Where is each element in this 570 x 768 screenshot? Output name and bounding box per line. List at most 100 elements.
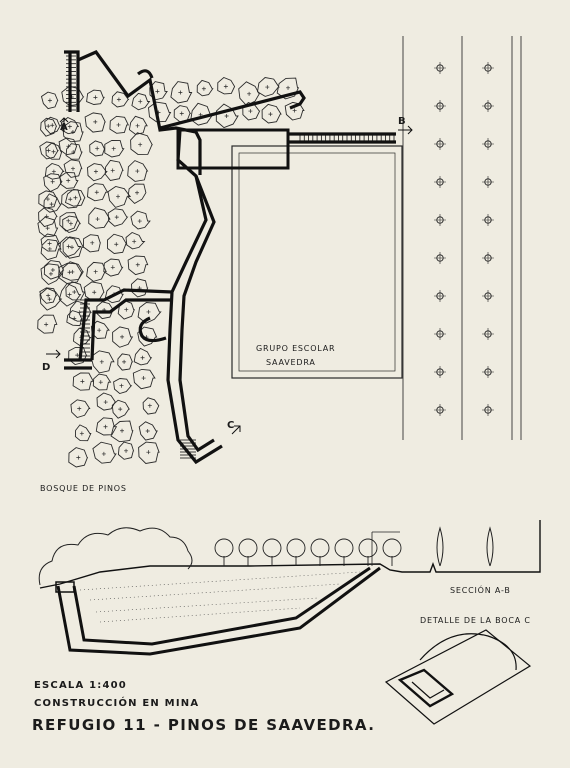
avenue-tree-cross	[434, 252, 446, 264]
tree-mark	[124, 307, 129, 312]
pine-tree	[117, 441, 135, 460]
pine-tree	[137, 302, 162, 324]
tree-mark	[93, 269, 98, 274]
pine-tree	[127, 255, 149, 276]
pine-tree	[111, 399, 131, 419]
tree-mark	[50, 179, 55, 184]
scale-label: ESCALA 1:400	[34, 680, 127, 691]
tree-mark	[50, 267, 55, 272]
tree-mark	[67, 270, 72, 275]
tree-mark	[72, 290, 77, 295]
pine-tree	[107, 186, 132, 208]
tree-mark	[49, 202, 54, 207]
tree-mark	[132, 239, 137, 244]
detail-label: DETALLE DE LA BOCA C	[420, 616, 531, 625]
tree-mark	[47, 241, 52, 246]
pine-tree	[132, 368, 156, 390]
tree-mark	[155, 89, 160, 94]
tree-mark	[95, 217, 100, 222]
pine-tree	[149, 81, 168, 101]
tree-mark	[178, 90, 183, 95]
avenue-tree-cross	[434, 100, 446, 112]
tree-mark	[71, 150, 76, 155]
plan-view	[37, 36, 522, 468]
section-view	[38, 520, 541, 725]
pine-tree	[127, 160, 149, 182]
school-label-line2: SAAVEDRA	[266, 358, 316, 367]
pine-tree	[133, 347, 153, 366]
cypress-trees	[436, 526, 494, 567]
pine-tree	[65, 281, 86, 301]
tree-mark	[114, 242, 119, 247]
section-tree-crown	[334, 538, 354, 558]
school-building	[231, 145, 403, 379]
pine-tree	[62, 121, 84, 143]
tree-mark	[135, 262, 140, 267]
pine-tree	[39, 287, 63, 311]
tree-mark	[97, 328, 102, 333]
avenue-tree-cross	[434, 62, 446, 74]
soil-hatch	[79, 571, 361, 623]
drawing-title: REFUGIO 11 - PINOS DE SAAVEDRA.	[32, 716, 376, 734]
tree-mark	[94, 190, 99, 195]
pine-tree	[40, 91, 59, 110]
pine-tree	[131, 278, 149, 298]
section-tree-crown	[310, 538, 330, 558]
tree-mark	[90, 240, 95, 245]
pine-tree	[276, 77, 300, 100]
pine-tree	[61, 85, 85, 107]
marker-b: B	[398, 116, 406, 127]
tree-mark	[99, 359, 104, 364]
pine-tree	[40, 233, 61, 252]
pine-tree	[111, 91, 130, 108]
tree-mark	[146, 309, 151, 314]
avenue-tree-cross	[434, 366, 446, 378]
tree-mark	[135, 190, 140, 195]
tree-mark	[224, 114, 229, 119]
tree-mark	[141, 376, 146, 381]
pine-tree	[131, 92, 151, 111]
pine-tree	[86, 89, 105, 105]
tree-mark	[93, 169, 98, 174]
pine-tree	[96, 392, 117, 411]
section-tree-crown	[262, 538, 282, 558]
avenue-tree-cross	[482, 214, 494, 226]
avenue-tree-cross	[482, 138, 494, 150]
tree-mark	[70, 129, 75, 134]
pine-tree	[170, 81, 193, 104]
pine-tree	[40, 263, 63, 286]
pine-tree	[92, 373, 112, 391]
pine-tree	[117, 353, 134, 371]
tree-mark	[48, 271, 53, 276]
tree-mark	[268, 112, 273, 117]
tree-mark	[67, 292, 72, 297]
pine-tree	[84, 112, 106, 133]
tree-mark	[138, 142, 143, 147]
tree-mark	[80, 379, 85, 384]
avenue-tree-cross	[434, 176, 446, 188]
pine-tree	[257, 77, 280, 97]
pine-tree	[61, 261, 85, 281]
pine-tree	[65, 143, 83, 160]
avenue-tree-cross	[482, 404, 494, 416]
pine-forest-trees	[37, 76, 305, 468]
tree-mark	[124, 448, 129, 453]
pine-tree	[40, 117, 58, 137]
pine-tree	[138, 421, 158, 441]
pine-tree	[90, 320, 110, 339]
section-trees	[214, 531, 402, 566]
pine-tree	[196, 79, 214, 97]
tree-mark	[114, 215, 119, 220]
pine-tree	[40, 239, 62, 261]
pine-tree	[125, 231, 146, 250]
marker-c: C	[227, 420, 235, 431]
avenue-tree-cross	[482, 290, 494, 302]
pine-tree	[103, 258, 124, 277]
tree-mark	[46, 124, 51, 129]
tree-mark	[179, 111, 184, 116]
tree-mark	[66, 178, 71, 183]
pine-tree	[43, 193, 62, 213]
tree-mark	[93, 119, 98, 124]
pine-tree	[148, 101, 172, 123]
